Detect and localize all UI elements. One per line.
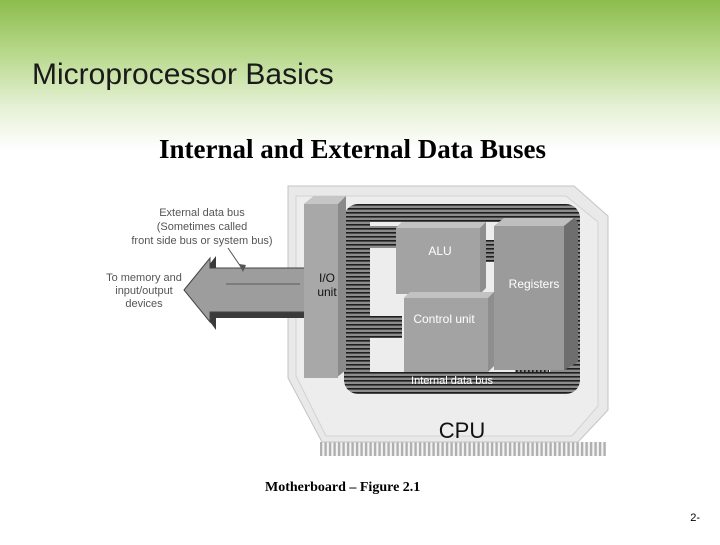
figure-caption: Motherboard – Figure 2.1 (265, 480, 421, 495)
cpu-label: CPU (439, 418, 485, 443)
alu-block (396, 222, 486, 294)
internal-bus-label: Internal data bus (411, 375, 493, 387)
external-bus-label-line1: External data bus (159, 207, 245, 219)
slide-subtitle: Internal and External Data Buses (158, 134, 547, 164)
control-unit-label: Control unit (413, 312, 475, 326)
external-bus-label-line2: (Sometimes called (157, 221, 247, 233)
page-number: 2- (690, 512, 700, 524)
control-unit-block (404, 292, 494, 372)
registers-block (494, 218, 578, 370)
registers-label: Registers (509, 277, 560, 291)
io-unit-label-line2: unit (317, 285, 337, 299)
memory-label-line2: input/output (115, 285, 173, 297)
io-unit (304, 196, 346, 378)
memory-label-line3: devices (125, 298, 163, 310)
external-bus-callout (227, 247, 246, 272)
title-background-band (0, 0, 720, 150)
external-data-bus-arrow (183, 256, 312, 330)
slide-title: Microprocessor Basics (32, 58, 334, 91)
external-bus-label-line3: front side bus or system bus) (131, 235, 272, 247)
alu-label: ALU (428, 244, 451, 258)
io-unit-label-line1: I/O (319, 271, 335, 285)
memory-label-line1: To memory and (106, 272, 182, 284)
